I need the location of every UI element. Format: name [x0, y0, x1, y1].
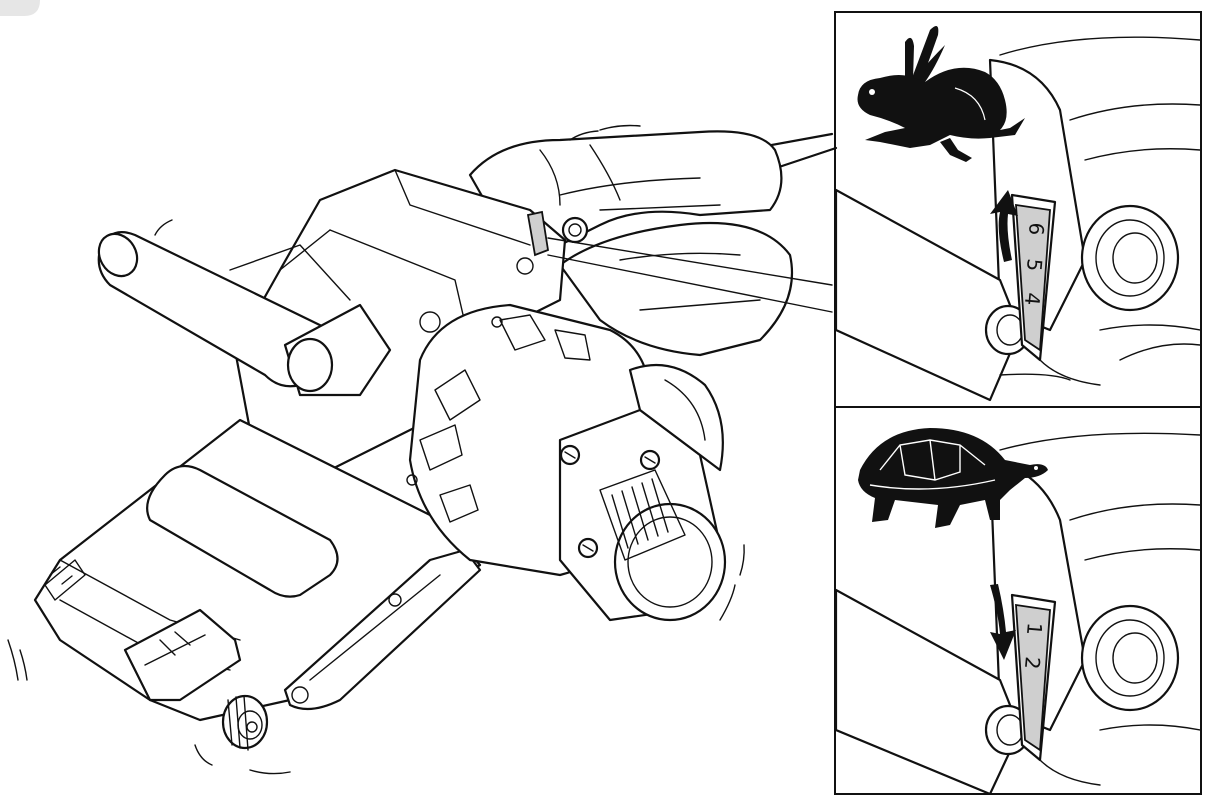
dial-label: 4 — [1020, 292, 1045, 307]
panel-fast: 6 5 4 — [836, 26, 1200, 402]
arrow-up-icon — [990, 190, 1018, 262]
callout-line-top — [547, 237, 833, 286]
dial-label: 2 — [1020, 656, 1045, 671]
dial-label: 6 — [1024, 222, 1049, 237]
belt-clip — [123, 608, 242, 702]
rabbit-icon — [857, 26, 1025, 162]
turtle-icon — [858, 428, 1048, 528]
tracking-knob — [221, 694, 269, 751]
corner-tab — [0, 0, 40, 16]
panel-slow: 1 2 — [836, 428, 1200, 793]
dial-label: 5 — [1022, 258, 1047, 273]
speed-dial-small — [526, 210, 550, 257]
callout-line-bottom — [547, 254, 833, 313]
dial-label: 1 — [1022, 622, 1047, 637]
knob-bottom — [1080, 604, 1180, 712]
knob-top — [1080, 204, 1180, 312]
callout-frame — [834, 11, 1202, 795]
speed-dial-fast — [1015, 203, 1051, 352]
motor-housing — [558, 221, 794, 357]
belt-sander — [7, 124, 838, 775]
speed-dial-slow — [1015, 603, 1051, 752]
arrow-down-icon — [990, 584, 1016, 660]
